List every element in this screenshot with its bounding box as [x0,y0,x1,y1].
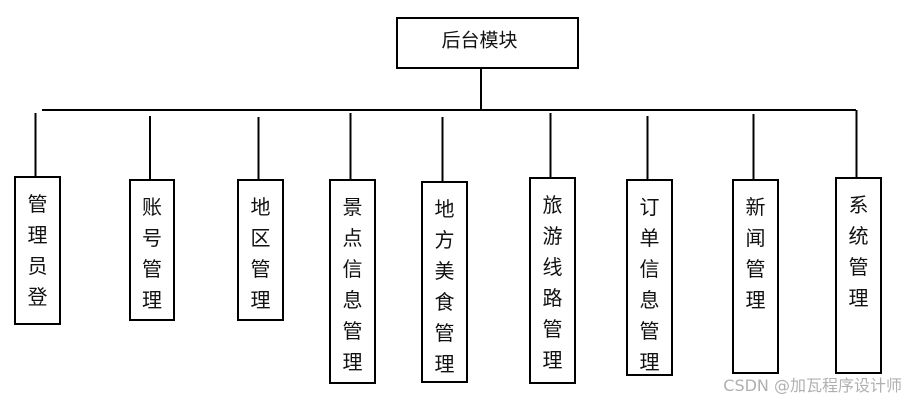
root-node-label: 后台模块 [441,30,517,52]
child-node: 系统管理 [835,177,882,374]
root-node: 后台模块 [396,17,579,69]
child-node-box [626,179,673,376]
child-nodes: 管理员登 账号管理 地区管理 景点信息管理 地方美食管理 旅游线路管理 订单信息管理 新闻管理… [14,176,882,384]
watermark: CSDN @加瓦程序设计师 [723,376,902,395]
child-node: 景点信息管理 [329,179,376,384]
root-node-box [396,17,579,69]
child-node-label: 新闻管理 [746,195,766,312]
child-node: 账号管理 [129,179,175,321]
child-node-label: 系统管理 [849,193,869,310]
child-node-label: 地方美食管理 [435,197,455,376]
child-node-label: 管理员登 [28,192,48,309]
connector-lines [34,68,858,182]
child-node-label: 景点信息管理 [343,195,363,374]
child-node-box [129,179,175,321]
child-node-box [421,181,468,383]
child-node-box [14,176,61,325]
child-node-box [237,179,284,321]
child-node-label: 旅游线路管理 [543,193,563,372]
child-node: 订单信息管理 [626,179,673,376]
child-node-box [732,179,779,374]
child-node: 旅游线路管理 [529,177,576,384]
child-node: 地方美食管理 [421,181,468,383]
child-node: 新闻管理 [732,179,779,374]
child-node-label: 账号管理 [142,195,162,312]
child-node-label: 地区管理 [251,195,271,312]
child-node-label: 订单信息管理 [640,195,660,374]
child-node: 地区管理 [237,179,284,321]
child-node-box [329,179,376,384]
child-node-box [529,177,576,384]
child-node-box [835,177,882,374]
child-node: 管理员登 [14,176,61,325]
